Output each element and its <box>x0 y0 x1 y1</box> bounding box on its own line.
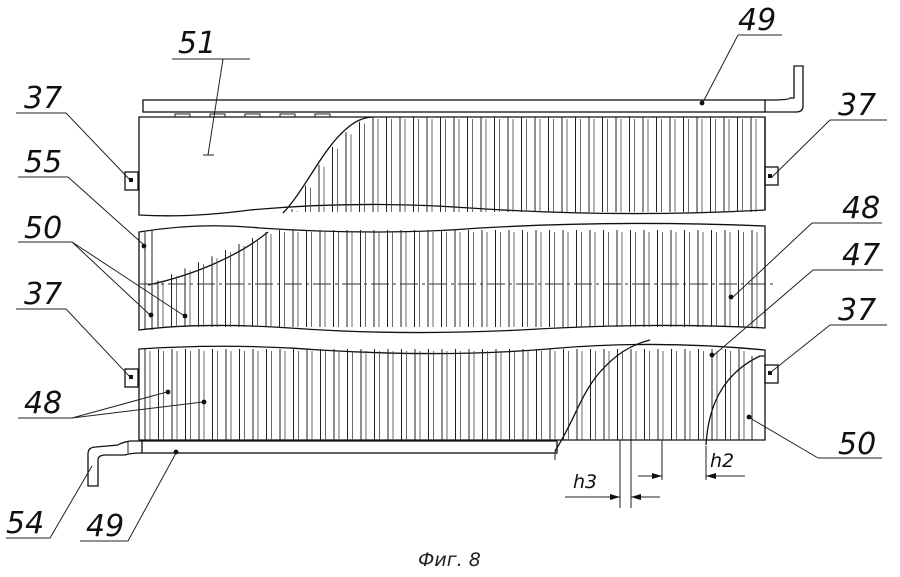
top-panel-fins <box>291 117 757 212</box>
callout-37-top-right: 37 <box>838 88 876 123</box>
callout-55: 55 <box>24 145 62 180</box>
figure-caption: Фиг. 8 <box>418 549 481 571</box>
top-manifold <box>142 65 804 113</box>
top-panel <box>138 113 766 217</box>
callout-48-left: 48 <box>24 386 62 421</box>
callout-49-top: 49 <box>738 3 776 38</box>
callout-49-bottom: 49 <box>86 509 124 544</box>
middle-panel-fins <box>157 230 758 327</box>
bottom-panel <box>138 339 766 452</box>
callout-48-right: 48 <box>842 191 880 226</box>
callout-37-top-left: 37 <box>24 81 62 116</box>
bottom-panel-fins <box>144 349 745 440</box>
callout-dots <box>141 100 752 455</box>
callout-51: 51 <box>178 26 216 61</box>
callout-47: 47 <box>842 238 880 273</box>
dimension-lines <box>565 440 745 508</box>
bottom-manifold <box>87 440 558 487</box>
callout-54: 54 <box>6 506 44 541</box>
callout-37-mid-left: 37 <box>24 277 62 312</box>
callout-50-left: 50 <box>24 211 62 246</box>
callout-labels: 51 49 37 37 55 50 48 47 37 37 48 50 54 4… <box>6 3 880 544</box>
middle-panel <box>138 222 775 334</box>
callout-50-right: 50 <box>838 427 876 462</box>
mounting-brackets <box>124 166 779 388</box>
dimension-h2: h2 <box>710 450 734 472</box>
dimension-h3: h3 <box>573 471 597 493</box>
leader-lines <box>6 34 887 542</box>
callout-37-mid-right: 37 <box>838 293 876 328</box>
